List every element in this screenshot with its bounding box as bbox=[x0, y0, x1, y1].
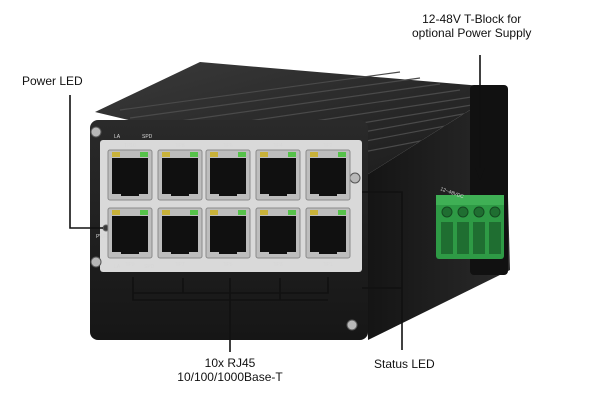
link-led bbox=[162, 210, 170, 215]
terminal-screw bbox=[457, 206, 469, 218]
speed-led bbox=[190, 152, 198, 157]
led-label-spd: SPD bbox=[144, 264, 155, 270]
rj45-ports bbox=[107, 149, 351, 259]
speed-led bbox=[238, 210, 246, 215]
speed-led bbox=[238, 152, 246, 157]
terminal-slot bbox=[473, 222, 485, 254]
port-label: TP5 bbox=[223, 262, 232, 268]
housing-top bbox=[95, 62, 505, 176]
speed-led bbox=[338, 210, 346, 215]
link-led bbox=[310, 152, 318, 157]
terminal-slot bbox=[441, 222, 453, 254]
port-label: TP9 bbox=[125, 262, 134, 268]
terminal-screw bbox=[473, 206, 485, 218]
rj45-callout-line2: 10/100/1000Base-T bbox=[177, 370, 283, 384]
terminal-screw bbox=[489, 206, 501, 218]
port-label: TP3 bbox=[273, 262, 282, 268]
link-led bbox=[162, 152, 170, 157]
terminal-block-callout: 12-48V T-Block for optional Power Supply bbox=[412, 12, 531, 40]
rj45-port-tp6 bbox=[205, 149, 251, 201]
terminal-slot bbox=[457, 222, 469, 254]
pwr-label: PWR bbox=[96, 234, 108, 240]
speed-led bbox=[288, 152, 296, 157]
terminal-screw bbox=[441, 206, 453, 218]
link-led bbox=[260, 210, 268, 215]
port-label: TP1 bbox=[323, 262, 332, 268]
port-label: TP8 bbox=[175, 143, 184, 149]
rj45-port-tp9 bbox=[107, 207, 153, 259]
rj45-callout-line1: 10x RJ45 bbox=[204, 356, 256, 370]
terminal-block-callout-line2: optional Power Supply bbox=[412, 26, 532, 40]
link-led bbox=[210, 210, 218, 215]
port-label: TP2 bbox=[323, 143, 332, 149]
speed-led bbox=[140, 152, 148, 157]
speed-led bbox=[338, 152, 346, 157]
led-label-la: LA bbox=[114, 134, 121, 140]
terminal-block-callout-line1: 12-48V T-Block for bbox=[422, 12, 522, 26]
led-label-spd: SPD bbox=[142, 134, 153, 140]
link-led bbox=[112, 152, 120, 157]
rj45-port-tp2 bbox=[305, 149, 351, 201]
rj45-port-tp8 bbox=[157, 149, 203, 201]
power-led-callout: Power LED bbox=[22, 74, 83, 88]
speed-led bbox=[288, 210, 296, 215]
port-label: TP4 bbox=[273, 143, 282, 149]
rj45-port-tp3 bbox=[255, 207, 301, 259]
screws bbox=[90, 126, 361, 331]
speed-led bbox=[190, 210, 198, 215]
link-led bbox=[112, 210, 120, 215]
port-label: TP6 bbox=[223, 143, 232, 149]
rj45-port-tp4 bbox=[255, 149, 301, 201]
link-led bbox=[310, 210, 318, 215]
speed-led bbox=[140, 210, 148, 215]
port-label: TP7 bbox=[175, 262, 184, 268]
port-label: TP10 bbox=[124, 143, 136, 149]
rj45-callout: 10x RJ45 10/100/1000Base-T bbox=[170, 356, 290, 384]
status-led-callout: Status LED bbox=[374, 357, 435, 371]
terminal-slot bbox=[489, 222, 501, 254]
led-label-la: LA bbox=[114, 264, 121, 270]
terminal-block bbox=[436, 195, 504, 259]
rj45-port-tp1 bbox=[305, 207, 351, 259]
rj45-port-tp7 bbox=[157, 207, 203, 259]
callout-lines bbox=[69, 55, 485, 352]
link-led bbox=[260, 152, 268, 157]
rj45-port-tp5 bbox=[205, 207, 251, 259]
link-led bbox=[210, 152, 218, 157]
rj45-port-tp10 bbox=[107, 149, 153, 201]
